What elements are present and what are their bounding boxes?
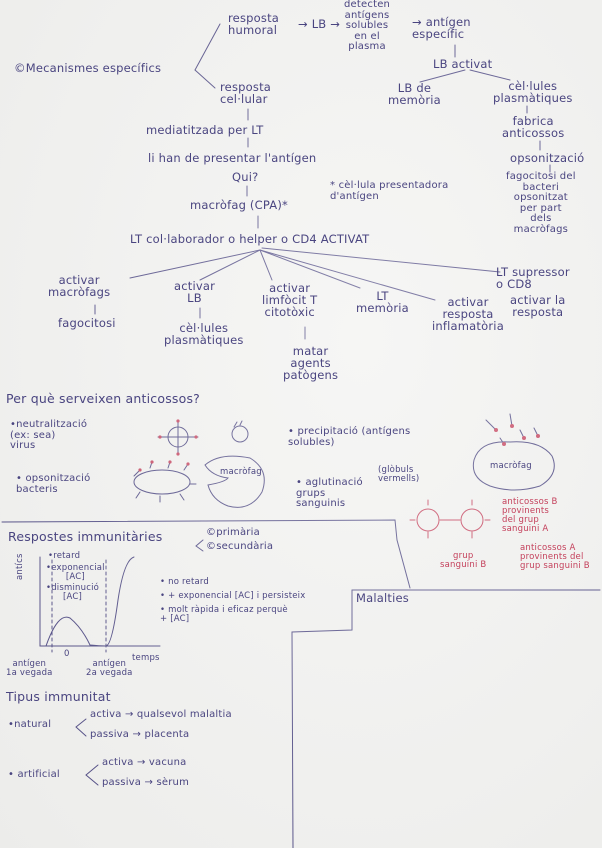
bracket-artificial — [86, 765, 98, 785]
decrease-note: •disminució [AC] — [46, 584, 99, 602]
natural-active: activa → qualsevol malaltia — [90, 710, 232, 721]
plasma-cells-right: cèl·lules plasmàtiques — [493, 80, 573, 104]
immune-responses-title: Respostes immunitàries — [8, 530, 162, 543]
specific-antigen: → antígen específic — [412, 16, 471, 40]
plasma-cells: cèl·lules plasmàtiques — [164, 322, 244, 346]
neutralization: •neutralització (ex: sea) virus — [10, 420, 87, 452]
exponential-note: •exponencial [AC] — [46, 564, 105, 582]
more-exponential-note: • + exponencial [AC] i persisteix — [160, 592, 305, 601]
lb-memory: LB de memòria — [388, 82, 441, 106]
diseases-title: Malalties — [356, 592, 409, 604]
natural-immunity: •natural — [8, 720, 51, 731]
macrophage-shape-1 — [205, 456, 264, 507]
lt-memory: LT memòria — [356, 290, 409, 314]
chart-ylabel: antícs — [16, 553, 25, 580]
agglutination-drawing — [410, 500, 490, 538]
opsonization-drawing — [134, 456, 264, 507]
bracket-natural — [76, 719, 86, 736]
secondary-response: ©secundària — [206, 542, 273, 553]
arrow-lb: → LB → — [298, 18, 340, 30]
antibodies-a: anticossos A provinents del grup sanguin… — [520, 544, 590, 571]
phagocytosis: fagocitosi — [58, 317, 116, 329]
precipitation: • precipitació (antígens solubles) — [288, 427, 410, 448]
fan-lb — [200, 250, 260, 280]
make-antibodies: fabrica anticossos — [502, 115, 564, 139]
faster-note: • molt ràpida i eficaz perquè + [AC] — [160, 606, 288, 624]
opsonization: opsonització — [510, 152, 584, 164]
artificial-passive: passiva → sèrum — [102, 778, 189, 789]
helper-lt: LT col·laborador o helper o CD4 ACTIVAT — [130, 233, 369, 245]
fan-supp — [262, 248, 500, 272]
specific-mechanisms: ©Mecanismes específics — [14, 62, 161, 74]
present-antigen: li han de presentar l'antígen — [148, 152, 316, 164]
macrophage-label-2: macròfag — [490, 462, 532, 471]
antibodies-b: anticossos B provinents del grup sanguin… — [502, 498, 558, 534]
phagocytosis-bacteria: fagocitosi del bacteri opsonitzat per pa… — [506, 172, 576, 235]
red-blood-cells: (glòbuls vermells) — [378, 466, 419, 484]
artificial-immunity: • artificial — [8, 770, 60, 781]
suppressor-lt: LT supressor o CD8 — [496, 266, 570, 290]
macrophage-cpa: macròfag (CPA)* — [190, 199, 288, 211]
humoral-response: resposta humoral — [228, 12, 279, 36]
delay-note: •retard — [48, 552, 80, 561]
branch-cellular — [195, 70, 215, 88]
time-label: temps — [132, 654, 160, 663]
cellular-response: resposta cel·lular — [220, 81, 271, 105]
antigen-first: antígen 1a vegada — [6, 660, 53, 678]
chart-zero: 0 — [64, 650, 70, 659]
branch-humoral — [195, 24, 220, 70]
activate-macrophages: activar macròfags — [48, 274, 110, 298]
macrophage-label-1: macròfag — [220, 468, 262, 477]
blood-group-b: grup sanguini B — [440, 552, 486, 570]
antibody-question: Per què serveixen anticossos? — [6, 392, 200, 405]
fan-ltc — [260, 250, 272, 280]
fan-macro — [130, 250, 260, 278]
neutralization-drawing — [158, 420, 248, 455]
immunity-types-title: Tipus immunitat — [6, 690, 111, 703]
activate-ltc: activar limfòcit T citotòxic — [262, 282, 317, 318]
mediated-lt: mediatitzada per LT — [146, 124, 264, 136]
opsonization-bullet: • opsonització bacteris — [16, 474, 90, 495]
activate-lb: activar LB — [174, 280, 215, 304]
kill-pathogens: matar agents patògens — [283, 345, 338, 381]
no-delay-note: • no retard — [160, 578, 209, 587]
agglutination: • aglutinació grups sanguinis — [296, 478, 363, 510]
natural-passive: passiva → placenta — [90, 730, 189, 741]
inflammatory-response: activar resposta inflamatòria — [432, 296, 504, 332]
who-question: Qui? — [232, 171, 258, 183]
bracket-responses — [196, 540, 203, 551]
border-disease — [292, 590, 352, 848]
cpa-note: * cèl·lula presentadora d'antígen — [330, 181, 448, 202]
lb-activated: LB activat — [433, 58, 492, 70]
stop-response: activar la resposta — [510, 294, 566, 318]
antigen-second: antígen 2a vegada — [86, 660, 133, 678]
primary-response: ©primària — [206, 528, 260, 539]
artificial-active: activa → vacuna — [102, 758, 186, 769]
detect-antigens: detecten antígens solubles en el plasma — [344, 0, 390, 53]
arrow-lb-plasma — [470, 70, 510, 80]
